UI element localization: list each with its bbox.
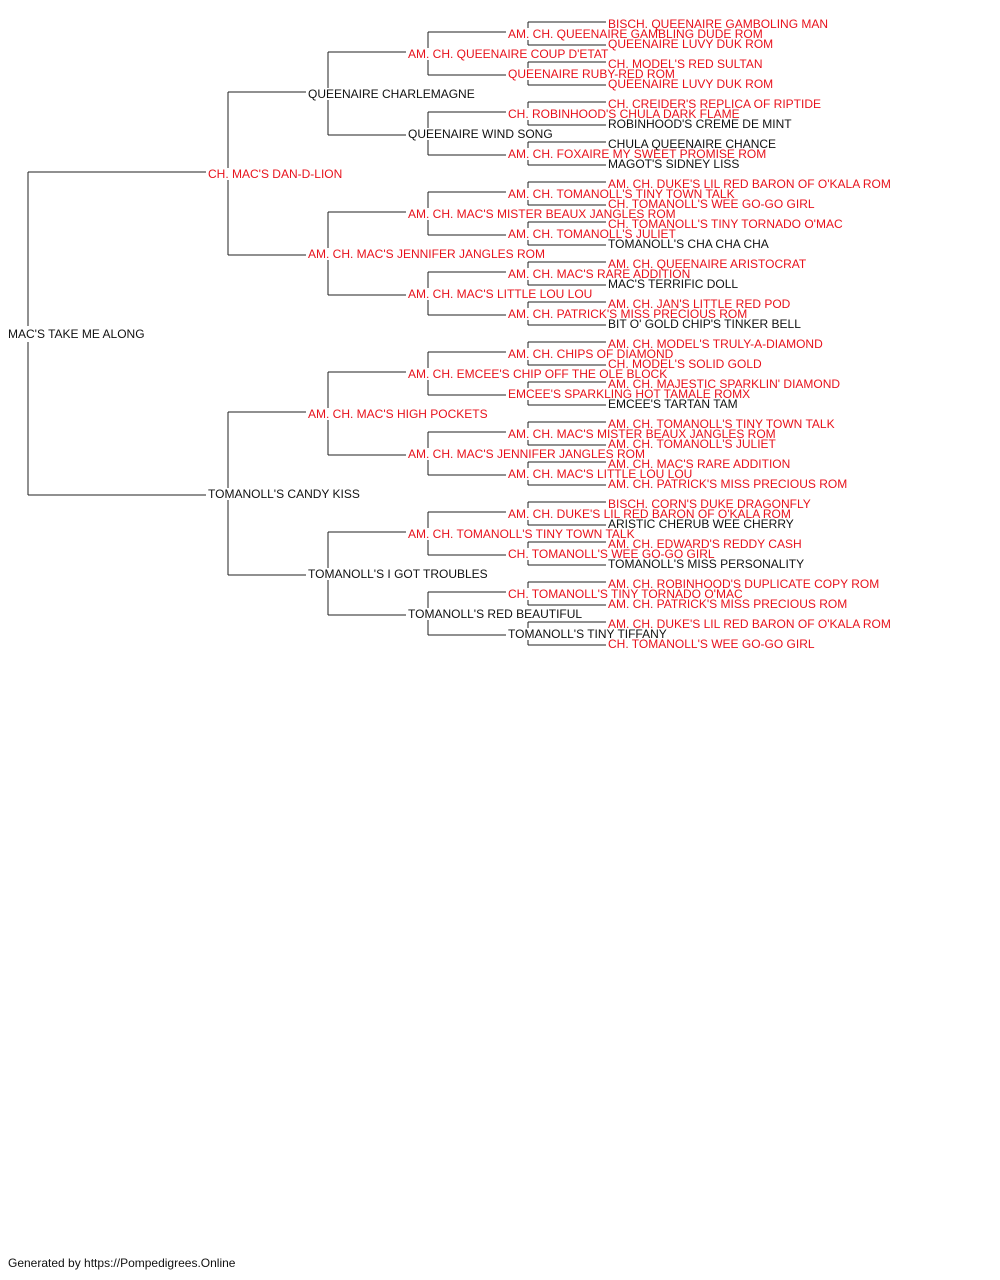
pedigree-name-pedigree-dam-sire-sire-sire: AM. CH. CHIPS OF DIAMOND	[508, 347, 674, 361]
pedigree-name-pedigree-sire-sire: QUEENAIRE CHARLEMAGNE	[308, 87, 475, 101]
generated-by-footer: Generated by https://Pompedigrees.Online	[8, 1256, 236, 1270]
pedigree-name-pedigree-dam-sire: AM. CH. MAC'S HIGH POCKETS	[308, 407, 488, 421]
pedigree-name-pedigree-dam-dam-sire: AM. CH. TOMANOLL'S TINY TOWN TALK	[408, 527, 635, 541]
pedigree-name-pedigree-dam-dam-dam-sire-dam: AM. CH. PATRICK'S MISS PRECIOUS ROM	[608, 597, 847, 611]
pedigree-name-pedigree-dam-sire-sire-sire-sire: AM. CH. MODEL'S TRULY-A-DIAMOND	[608, 337, 823, 351]
pedigree-labels: MAC'S TAKE ME ALONG CH. MAC'S DAN-D-LION Q…	[8, 17, 891, 651]
pedigree-name-pedigree-sire-sire-dam-dam: AM. CH. FOXAIRE MY SWEET PROMISE ROM	[508, 147, 766, 161]
pedigree-name-pedigree-dam-sire-dam-sire-sire: AM. CH. TOMANOLL'S TINY TOWN TALK	[608, 417, 835, 431]
pedigree-name-pedigree-sire-dam-sire-dam-sire: CH. TOMANOLL'S TINY TORNADO O'MAC	[608, 217, 843, 231]
pedigree-name-pedigree-sire-dam-sire-sire-sire: AM. CH. DUKE'S LIL RED BARON OF O'KALA R…	[608, 177, 891, 191]
pedigree-name-pedigree-sire-dam-dam-sire: AM. CH. MAC'S RARE ADDITION	[508, 267, 690, 281]
pedigree-name-pedigree-dam-dam-dam-dam: TOMANOLL'S TINY TIFFANY	[508, 627, 667, 641]
pedigree-name-pedigree-sire-sire-dam: QUEENAIRE WIND SONG	[408, 127, 553, 141]
pedigree-name-pedigree-sire-sire-sire-sire: AM. CH. QUEENAIRE GAMBLING DUDE ROM	[508, 27, 763, 41]
pedigree-name-pedigree-sire-sire-dam-dam-dam: MAGOT'S SIDNEY LISS	[608, 157, 739, 171]
pedigree-name-pedigree-dam-dam-sire-sire: AM. CH. DUKE'S LIL RED BARON OF O'KALA R…	[508, 507, 791, 521]
pedigree-name-pedigree-sire-dam-sire-dam: AM. CH. TOMANOLL'S JULIET	[508, 227, 677, 241]
pedigree-name-pedigree-sire-sire-dam-sire-dam: ROBINHOOD'S CREME DE MINT	[608, 117, 792, 131]
pedigree-name-pedigree-sire-dam-sire-sire: AM. CH. TOMANOLL'S TINY TOWN TALK	[508, 187, 735, 201]
pedigree-name-pedigree-sire-sire-sire-dam-dam: QUEENAIRE LUVY DUK ROM	[608, 77, 773, 91]
pedigree-name-pedigree-dam-dam-dam-sire-sire: AM. CH. ROBINHOOD'S DUPLICATE COPY ROM	[608, 577, 879, 591]
pedigree-name-pedigree-sire-dam-dam-dam-sire: AM. CH. JAN'S LITTLE RED POD	[608, 297, 791, 311]
pedigree-name-pedigree-dam-dam-sire-dam-sire: AM. CH. EDWARD'S REDDY CASH	[608, 537, 802, 551]
pedigree-name-pedigree-sire: CH. MAC'S DAN-D-LION	[208, 167, 342, 181]
pedigree-name-pedigree-dam-sire-dam-dam: AM. CH. MAC'S LITTLE LOU LOU	[508, 467, 692, 481]
pedigree-name-pedigree-subject: MAC'S TAKE ME ALONG	[8, 327, 145, 341]
pedigree-name-pedigree-sire-sire-dam-sire-sire: CH. CREIDER'S REPLICA OF RIPTIDE	[608, 97, 821, 111]
pedigree-name-pedigree-dam-dam-dam-dam-sire: AM. CH. DUKE'S LIL RED BARON OF O'KALA R…	[608, 617, 891, 631]
pedigree-name-pedigree-dam-sire-sire-dam: EMCEE'S SPARKLING HOT TAMALE ROMX	[508, 387, 750, 401]
pedigree-name-pedigree-dam-dam-dam-dam-dam: CH. TOMANOLL'S WEE GO-GO GIRL	[608, 637, 815, 651]
pedigree-name-pedigree-sire-sire-sire: AM. CH. QUEENAIRE COUP D'ETAT	[408, 47, 609, 61]
pedigree-name-pedigree-dam-dam-dam-sire: CH. TOMANOLL'S TINY TORNADO O'MAC	[508, 587, 743, 601]
pedigree-name-pedigree-sire-dam-sire-sire-dam: CH. TOMANOLL'S WEE GO-GO GIRL	[608, 197, 815, 211]
pedigree-name-pedigree-sire-sire-sire-dam: QUEENAIRE RUBY-RED ROM	[508, 67, 675, 81]
pedigree-name-pedigree-sire-sire-dam-dam-sire: CHULA QUEENAIRE CHANCE	[608, 137, 776, 151]
pedigree-name-pedigree-sire-dam-dam: AM. CH. MAC'S LITTLE LOU LOU	[408, 287, 592, 301]
pedigree-name-pedigree-dam-dam-sire-dam: CH. TOMANOLL'S WEE GO-GO GIRL	[508, 547, 715, 561]
pedigree-name-pedigree-sire-dam-dam-dam-dam: BIT O' GOLD CHIP'S TINKER BELL	[608, 317, 801, 331]
pedigree-name-pedigree-dam-sire-dam-dam-sire: AM. CH. MAC'S RARE ADDITION	[608, 457, 790, 471]
pedigree-name-pedigree-sire-dam-dam-sire-sire: AM. CH. QUEENAIRE ARISTOCRAT	[608, 257, 807, 271]
pedigree-name-pedigree-dam-sire-dam-sire: AM. CH. MAC'S MISTER BEAUX JANGLES ROM	[508, 427, 776, 441]
pedigree-name-pedigree-dam-sire-sire-sire-dam: CH. MODEL'S SOLID GOLD	[608, 357, 762, 371]
pedigree-name-pedigree-dam-sire-sire-dam-dam: EMCEE'S TARTAN TAM	[608, 397, 738, 411]
pedigree-name-pedigree-dam-sire-dam-sire-dam: AM. CH. TOMANOLL'S JULIET	[608, 437, 777, 451]
pedigree-name-pedigree-dam-sire-dam: AM. CH. MAC'S JENNIFER JANGLES ROM	[408, 447, 645, 461]
pedigree-name-pedigree-sire-sire-dam-sire: CH. ROBINHOOD'S CHULA DARK FLAME	[508, 107, 740, 121]
pedigree-connector-lines	[27, 21, 606, 646]
pedigree-name-pedigree-sire-dam-dam-sire-dam: MAC'S TERRIFIC DOLL	[608, 277, 738, 291]
pedigree-name-pedigree-sire-sire-sire-sire-sire: BISCH. QUEENAIRE GAMBOLING MAN	[608, 17, 828, 31]
pedigree-name-pedigree-sire-sire-sire-sire-dam: QUEENAIRE LUVY DUK ROM	[608, 37, 773, 51]
pedigree-name-pedigree-sire-dam-dam-dam: AM. CH. PATRICK'S MISS PRECIOUS ROM	[508, 307, 747, 321]
pedigree-name-pedigree-sire-dam: AM. CH. MAC'S JENNIFER JANGLES ROM	[308, 247, 545, 261]
pedigree-name-pedigree-dam: TOMANOLL'S CANDY KISS	[208, 487, 360, 501]
pedigree-name-pedigree-sire-dam-sire: AM. CH. MAC'S MISTER BEAUX JANGLES ROM	[408, 207, 676, 221]
pedigree-name-pedigree-dam-dam-sire-sire-sire: BISCH. CORN'S DUKE DRAGONFLY	[608, 497, 811, 511]
pedigree-name-pedigree-sire-dam-sire-dam-dam: TOMANOLL'S CHA CHA CHA	[608, 237, 769, 251]
pedigree-name-pedigree-dam-dam-sire-sire-dam: ARISTIC CHERUB WEE CHERRY	[608, 517, 794, 531]
pedigree-name-pedigree-sire-sire-sire-dam-sire: CH. MODEL'S RED SULTAN	[608, 57, 763, 71]
pedigree-name-pedigree-dam-dam-dam: TOMANOLL'S RED BEAUTIFUL	[408, 607, 582, 621]
pedigree-name-pedigree-dam-dam-sire-dam-dam: TOMANOLL'S MISS PERSONALITY	[608, 557, 804, 571]
pedigree-name-pedigree-dam-sire-dam-dam-dam: AM. CH. PATRICK'S MISS PRECIOUS ROM	[608, 477, 847, 491]
pedigree-name-pedigree-dam-sire-sire-dam-sire: AM. CH. MAJESTIC SPARKLIN' DIAMOND	[608, 377, 840, 391]
pedigree-name-pedigree-dam-sire-sire: AM. CH. EMCEE'S CHIP OFF THE OLE BLOCK	[408, 367, 667, 381]
pedigree-name-pedigree-dam-dam: TOMANOLL'S I GOT TROUBLES	[308, 567, 488, 581]
